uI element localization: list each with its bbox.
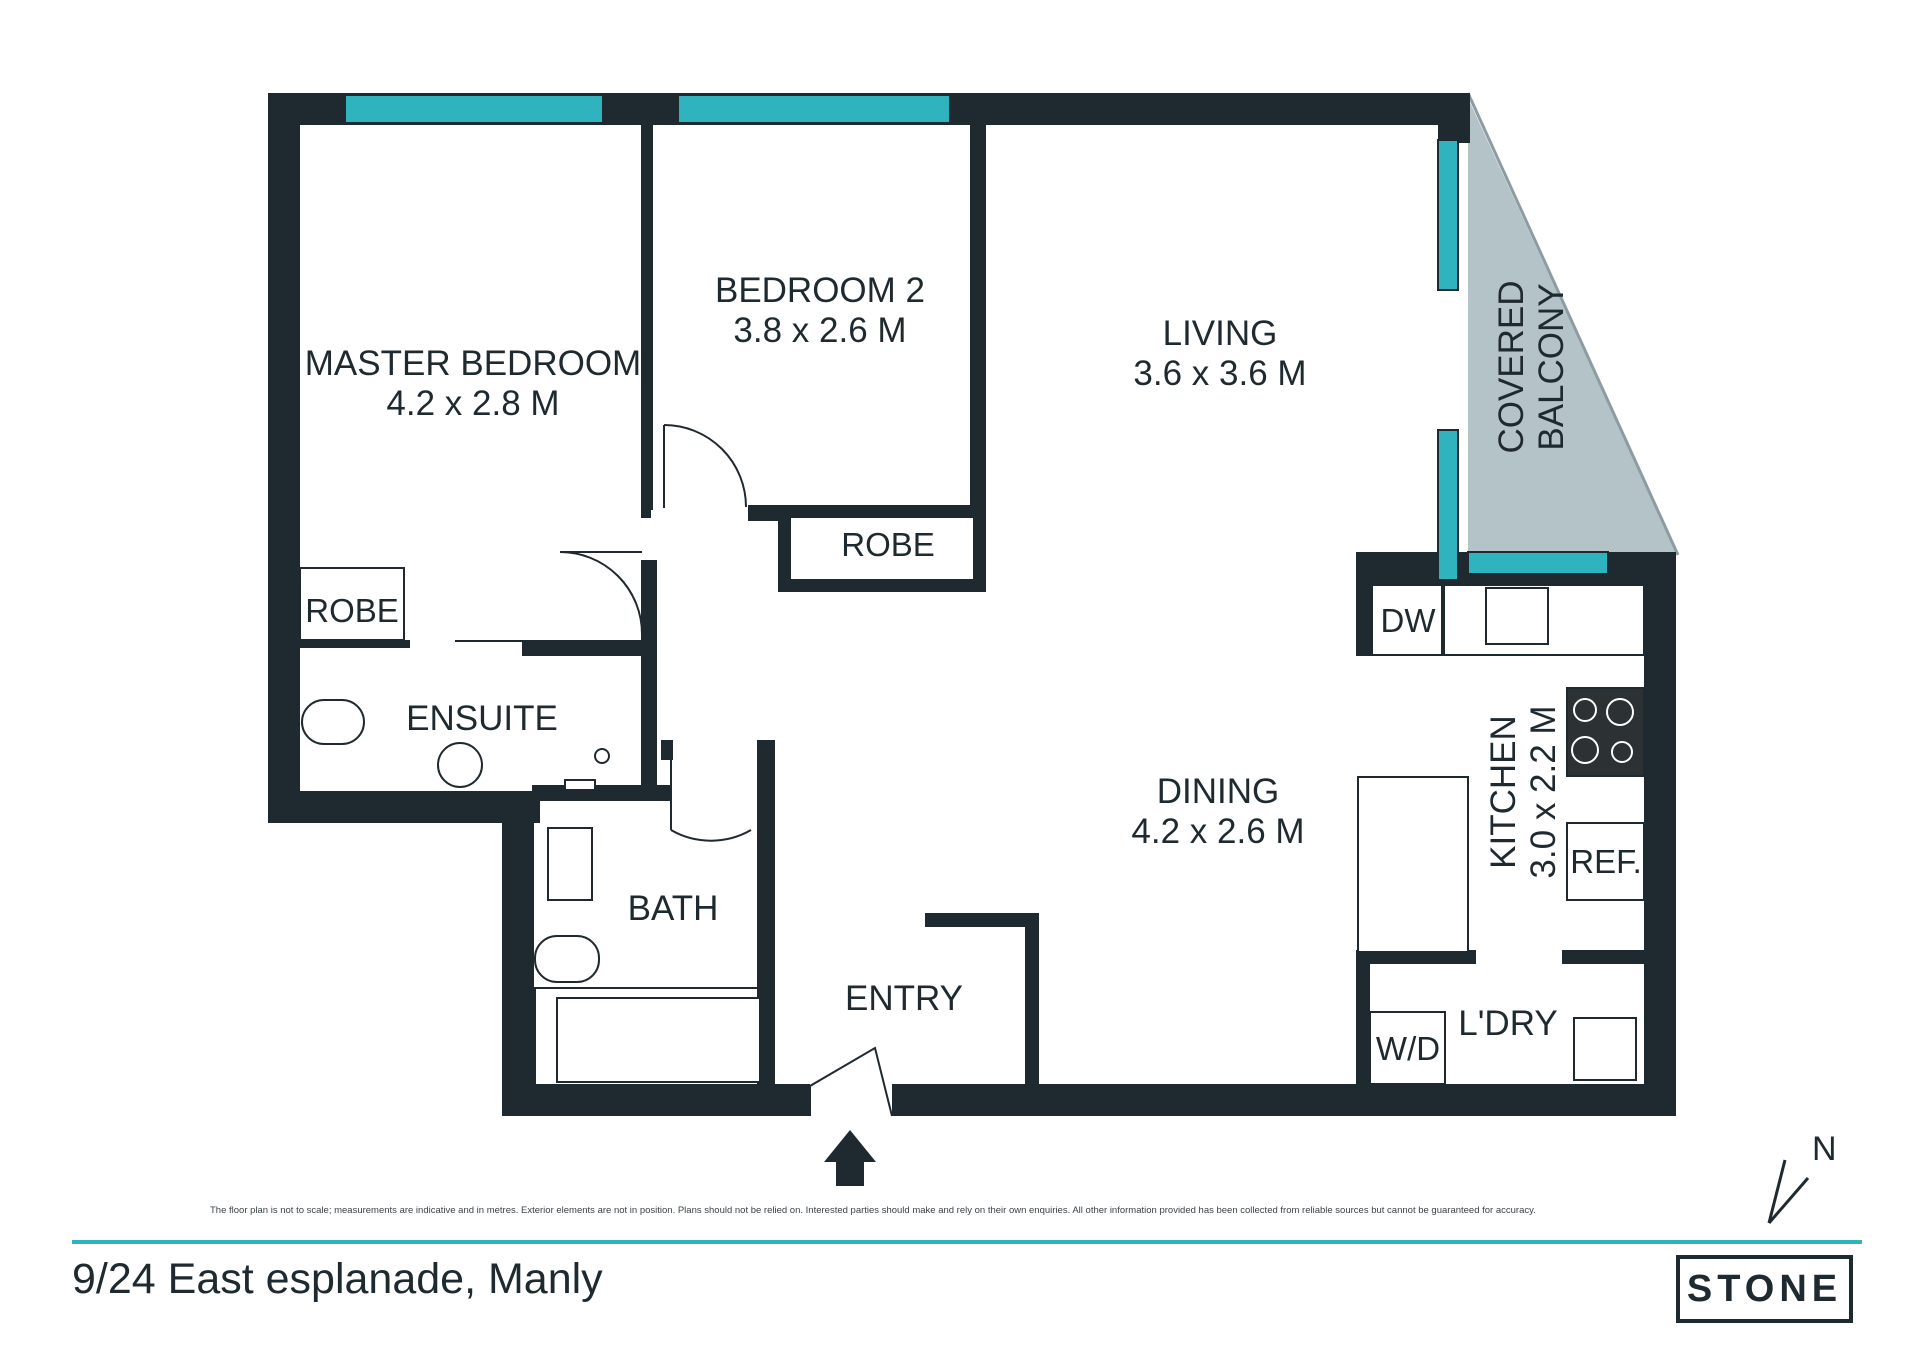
robe-master: [299, 567, 405, 641]
bath-toilet-icon: [534, 935, 600, 983]
ensuite-basin-icon: [437, 742, 483, 788]
cooktop-burners-icon: [1571, 698, 1634, 764]
entry-arrow-icon: [824, 1130, 876, 1186]
refrigerator-label: REF.: [1570, 843, 1642, 880]
master-bedroom-dims: 4.2 x 2.8 M: [386, 384, 559, 423]
laundry-name: L'DRY: [1458, 1004, 1557, 1043]
kitchen-sink-icon: [1485, 587, 1549, 645]
kitchen-island: [1357, 776, 1469, 953]
washer-dryer-label: W/D: [1376, 1030, 1440, 1067]
master-bedroom-name: MASTER BEDROOM: [305, 344, 641, 383]
kitchen-name: KITCHEN: [1484, 715, 1523, 869]
doors: [455, 424, 893, 1117]
robe-bed2: [789, 505, 975, 581]
ensuite-tap-icon: [594, 748, 610, 764]
kitchen-dims: 3.0 x 2.2 M: [1524, 705, 1563, 878]
windows: [344, 94, 1609, 581]
bedroom-2-dims: 3.8 x 2.6 M: [733, 311, 906, 350]
fixtures: [299, 505, 1645, 1087]
bath-surround: [534, 987, 761, 1087]
laundry-sink-icon: [1573, 1017, 1637, 1081]
refrigerator-box: [1566, 822, 1645, 901]
walls: [268, 93, 1676, 1116]
bath-basin-icon: [547, 827, 593, 901]
balcony-line2: BALCONY: [1532, 283, 1571, 450]
north-arrow-icon: [1767, 1159, 1810, 1224]
dishwasher-label: DW: [1381, 602, 1437, 639]
washer-dryer-box: [1369, 1011, 1446, 1085]
robe-master-label: ROBE: [305, 592, 399, 629]
north-label: N: [1812, 1130, 1837, 1168]
bath-name: BATH: [628, 889, 719, 928]
property-address: 9/24 East esplanade, Manly: [72, 1255, 603, 1303]
brand-logo: STONE: [1676, 1255, 1853, 1323]
dining-dims: 4.2 x 2.6 M: [1131, 812, 1304, 851]
dining-name: DINING: [1157, 772, 1280, 811]
balcony-line1: COVERED: [1492, 280, 1531, 453]
robe-bed2-label: ROBE: [841, 526, 935, 563]
kitchen-bench: [1443, 584, 1645, 656]
bathtub-icon: [556, 997, 763, 1083]
brand-logo-text: STONE: [1686, 1267, 1843, 1310]
living-name: LIVING: [1163, 314, 1278, 353]
living-dims: 3.6 x 3.6 M: [1133, 354, 1306, 393]
ensuite-shelf: [564, 779, 596, 791]
entry-name: ENTRY: [845, 979, 963, 1018]
dishwasher-box: [1371, 584, 1443, 656]
ensuite-name: ENSUITE: [406, 699, 558, 738]
ensuite-toilet-icon: [301, 699, 365, 745]
footer-rule: [72, 1240, 1862, 1244]
balcony-edge: [1466, 92, 1680, 556]
disclaimer-text: The floor plan is not to scale; measurem…: [210, 1205, 1536, 1216]
bedroom-2-name: BEDROOM 2: [715, 271, 925, 310]
